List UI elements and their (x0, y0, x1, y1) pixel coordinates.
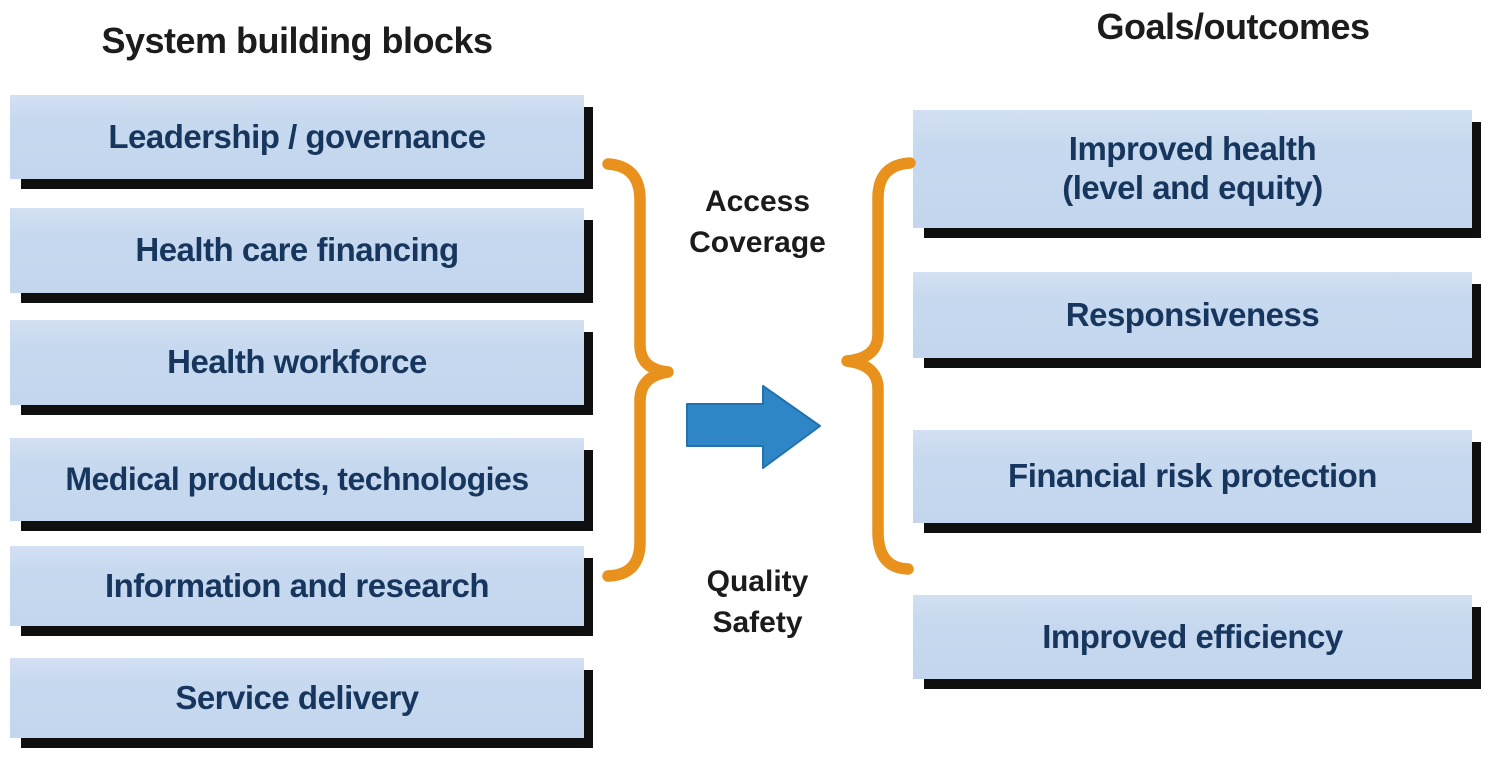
opening-curly-brace-icon (841, 157, 916, 575)
block-health-care-financing: Health care financing (10, 208, 584, 293)
goal-improved-efficiency: Improved efficiency (913, 595, 1472, 679)
block-service-delivery: Service delivery (10, 658, 584, 738)
quality-safety-label: Quality Safety (706, 565, 809, 639)
goal-improved-health: Improved health (level and equity) (913, 110, 1472, 228)
closing-curly-brace-icon (602, 158, 674, 582)
access-coverage-label: Access Coverage (689, 185, 826, 259)
block-information-and-research: Information and research (10, 546, 584, 626)
goal-responsiveness: Responsiveness (913, 272, 1472, 358)
block-health-workforce: Health workforce (10, 320, 584, 405)
right-block-arrow-icon (686, 385, 821, 469)
block-medical-products-technologies: Medical products, technologies (10, 438, 584, 521)
goal-financial-risk-protection: Financial risk protection (913, 430, 1472, 523)
goals-outcomes-title: Goals/outcomes (1096, 6, 1370, 47)
block-leadership-governance: Leadership / governance (10, 95, 584, 179)
building-blocks-title: System building blocks (101, 20, 493, 61)
